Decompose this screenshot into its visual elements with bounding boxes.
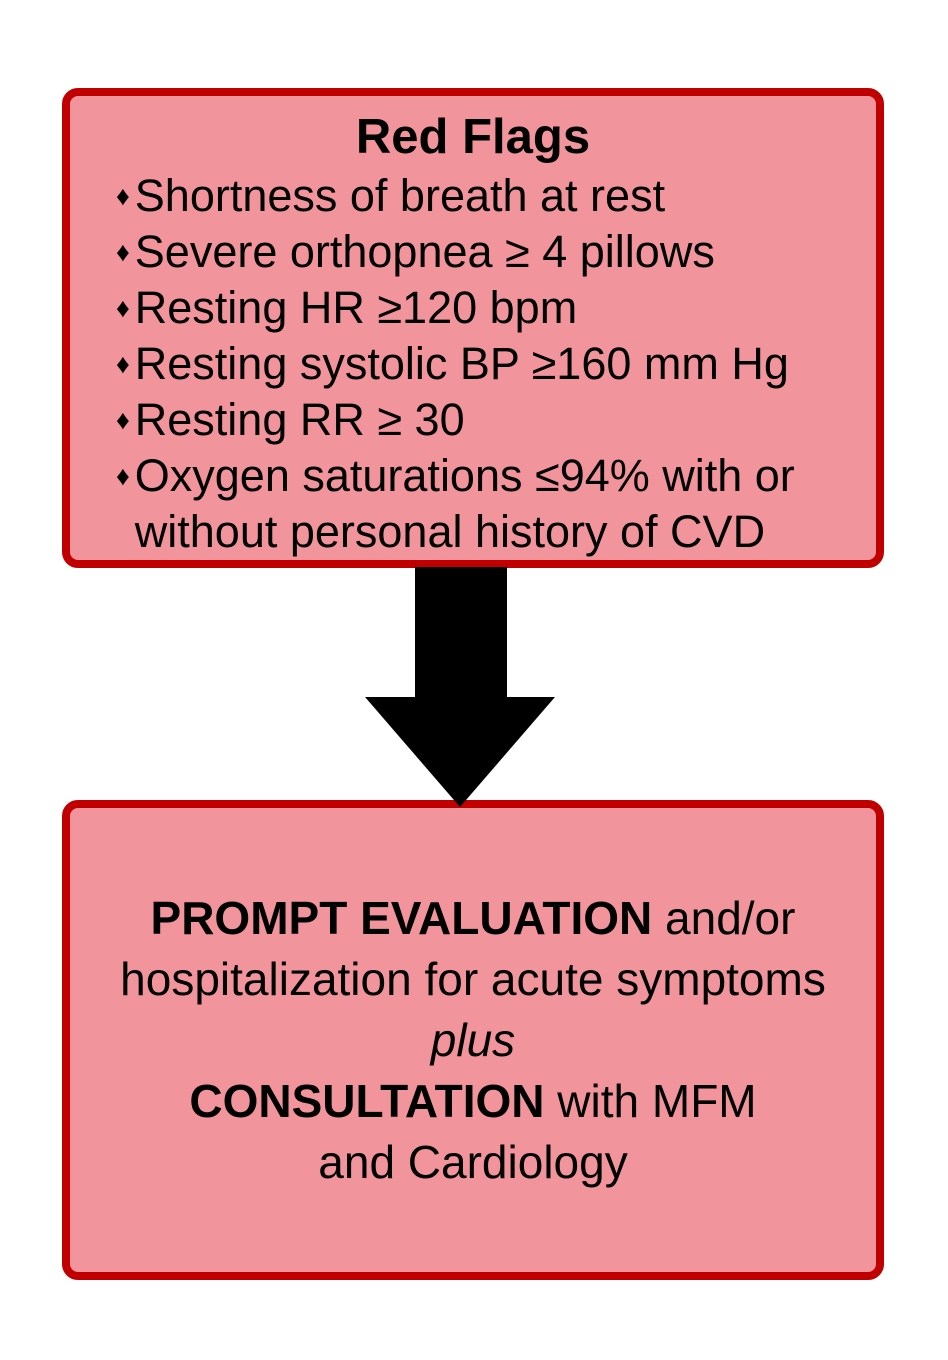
action-line-4: CONSULTATION with MFM [120,1071,826,1132]
red-flag-item: ♦ Oxygen saturations ≤94% with or withou… [116,448,866,560]
diamond-bullet-icon: ♦ [116,293,130,323]
action-line-1: PROMPT EVALUATION and/or [120,888,826,949]
red-flag-item: ♦ Shortness of breath at rest [116,168,866,224]
with-mfm-text: with MFM [544,1074,757,1127]
red-flag-text: Severe orthopnea ≥ 4 pillows [134,226,715,277]
action-line-2: hospitalization for acute symptoms [120,952,826,1005]
diamond-bullet-icon: ♦ [116,405,130,435]
plus-text: plus [430,1013,516,1066]
red-flags-title: Red Flags [355,110,591,164]
red-flags-box: Red Flags ♦ Shortness of breath at rest … [62,88,884,568]
red-flag-item: ♦ Resting RR ≥ 30 [116,392,866,448]
and-or-text: and/or [652,891,796,944]
red-flag-text: Resting HR ≥120 bpm [134,282,578,333]
red-flag-text: Resting RR ≥ 30 [134,394,465,445]
action-text: PROMPT EVALUATION and/or hospitalization… [110,888,836,1193]
action-line-5: and Cardiology [318,1135,628,1188]
diamond-bullet-icon: ♦ [116,181,130,211]
diamond-bullet-icon: ♦ [116,461,130,491]
red-flag-item: ♦ Severe orthopnea ≥ 4 pillows [116,224,866,280]
red-flag-text: Resting systolic BP ≥160 mm Hg [134,338,789,389]
red-flag-item: ♦ Resting HR ≥120 bpm [116,280,866,336]
diamond-bullet-icon: ♦ [116,349,130,379]
red-flag-text: Shortness of breath at rest [134,170,666,221]
red-flags-list: ♦ Shortness of breath at rest ♦ Severe o… [70,168,876,560]
prompt-evaluation-text: PROMPT EVALUATION [150,891,653,944]
red-flag-text: Oxygen saturations ≤94% with or without … [134,450,795,557]
consultation-text: CONSULTATION [189,1074,545,1127]
diamond-bullet-icon: ♦ [116,237,130,267]
red-flag-item: ♦ Resting systolic BP ≥160 mm Hg [116,336,866,392]
down-arrow-icon [365,567,555,807]
action-box: PROMPT EVALUATION and/or hospitalization… [62,800,884,1280]
